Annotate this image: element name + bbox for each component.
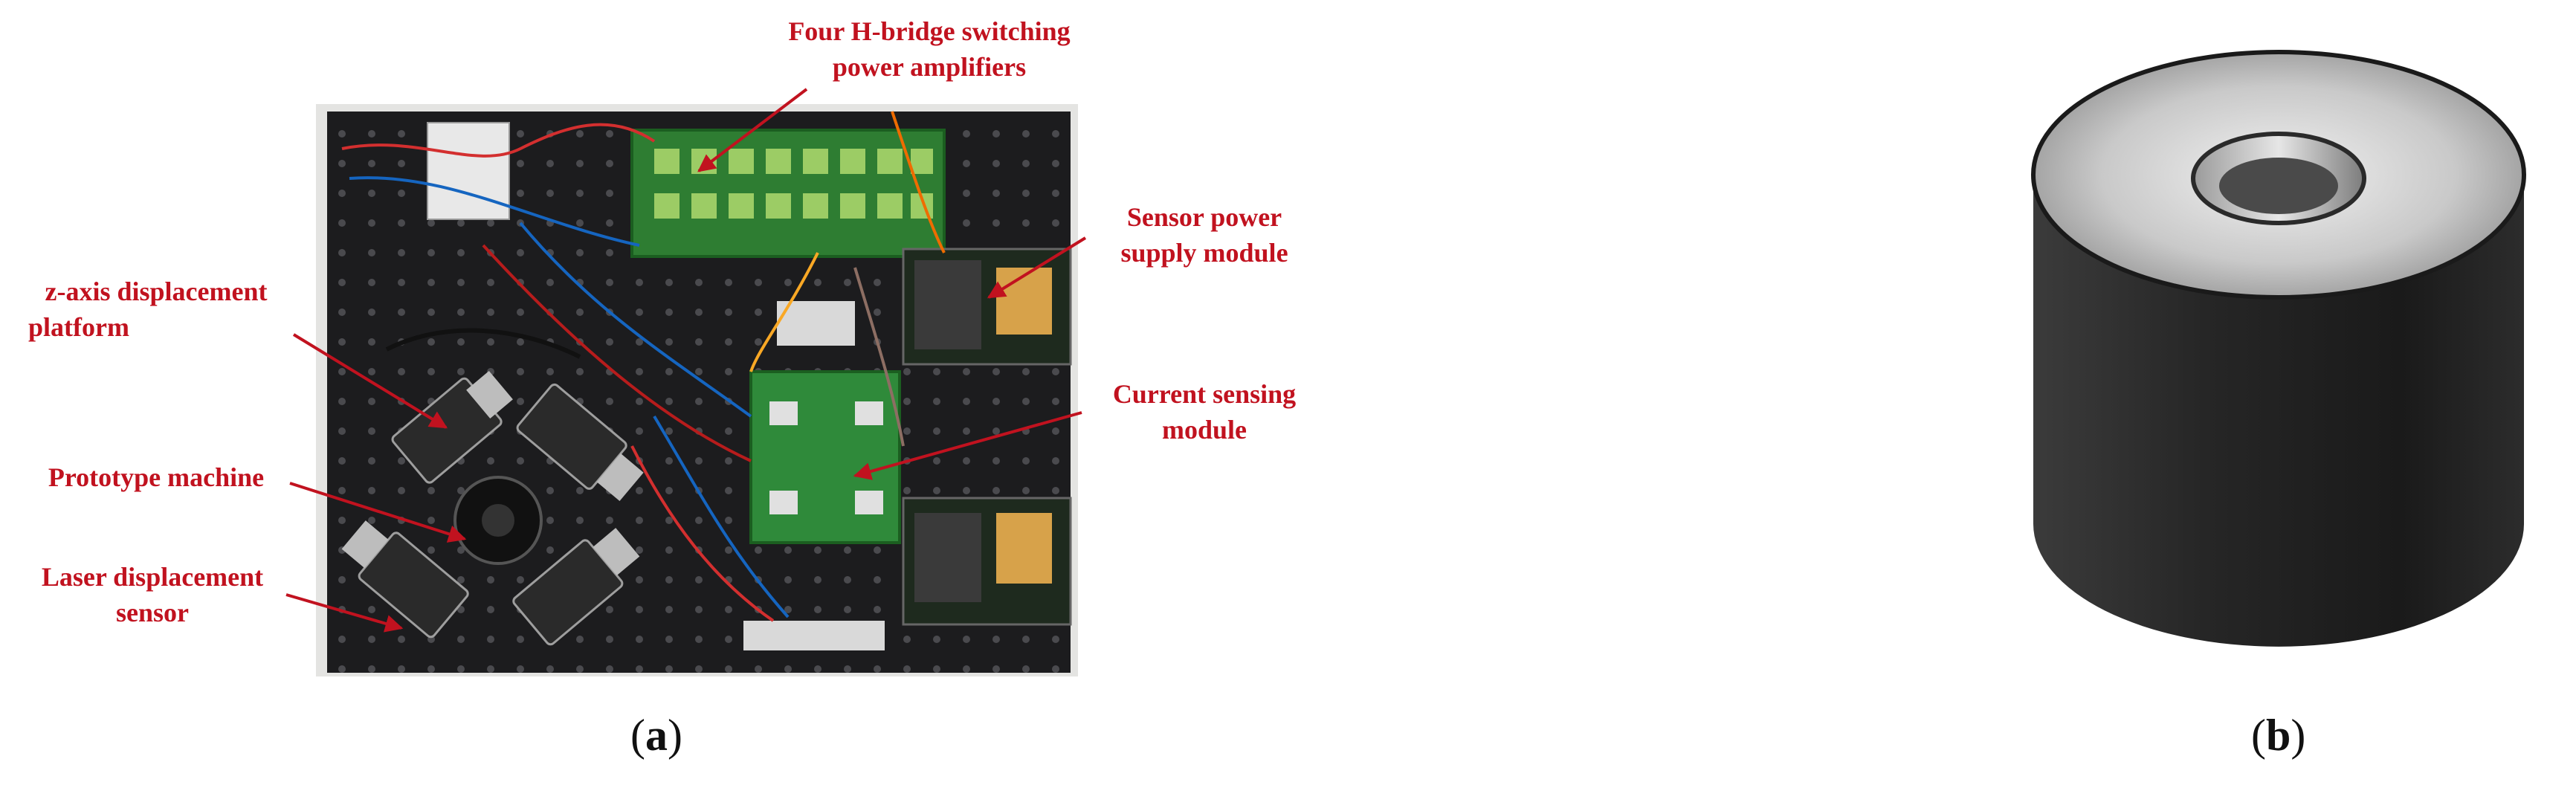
terminal-strip <box>777 301 855 346</box>
label-sensor-power-line2: supply module <box>1120 238 1288 268</box>
label-amplifiers-line1: Four H-bridge switching <box>788 16 1071 46</box>
power-supply-board-lower <box>902 497 1072 626</box>
motor-lower-left <box>341 520 469 639</box>
label-sensor-power: Sensor power supply module <box>1093 199 1316 271</box>
terminal-block <box>427 122 510 220</box>
label-laser-sensor: Laser displacement sensor <box>11 559 294 630</box>
label-prototype: Prototype machine <box>15 459 297 495</box>
label-z-platform-line1: z-axis displacement <box>45 277 268 306</box>
label-amplifiers-line2: power amplifiers <box>832 52 1027 82</box>
label-z-platform-line2: platform <box>28 312 129 342</box>
caption-a: (a) <box>630 711 682 760</box>
label-laser-sensor-line2: sensor <box>116 598 189 627</box>
cylinder-body <box>2033 175 2524 647</box>
label-sensor-power-line1: Sensor power <box>1126 202 1282 232</box>
rig-photo <box>285 88 1087 676</box>
prototype-machine-assembly <box>341 370 644 646</box>
motor-upper-right <box>516 383 644 502</box>
label-current-sensing-line1: Current sensing <box>1112 379 1297 409</box>
annotation-arrows <box>285 88 1087 633</box>
wiring <box>341 111 946 622</box>
caption-a-letter: a <box>645 711 668 760</box>
h-bridge-amplifier-board <box>630 129 946 258</box>
motor-lower-right <box>512 528 640 646</box>
label-current-sensing: Current sensing module <box>1082 376 1327 448</box>
current-sensing-board <box>749 370 901 544</box>
motor-upper-left <box>391 370 513 484</box>
label-amplifiers: Four H-bridge switching power amplifiers <box>706 13 1152 85</box>
label-prototype-line1: Prototype machine <box>48 462 265 492</box>
caption-b-letter: b <box>2265 711 2291 760</box>
caption-b: (b) <box>2251 711 2306 760</box>
terminal-strip-bottom <box>743 621 885 650</box>
label-current-sensing-line2: module <box>1161 415 1247 445</box>
label-z-platform: z-axis displacement platform <box>7 274 305 345</box>
label-laser-sensor-line1: Laser displacement <box>41 562 264 592</box>
sensor-power-supply-board <box>902 248 1072 366</box>
cylindrical-ring-photo <box>2031 50 2526 647</box>
